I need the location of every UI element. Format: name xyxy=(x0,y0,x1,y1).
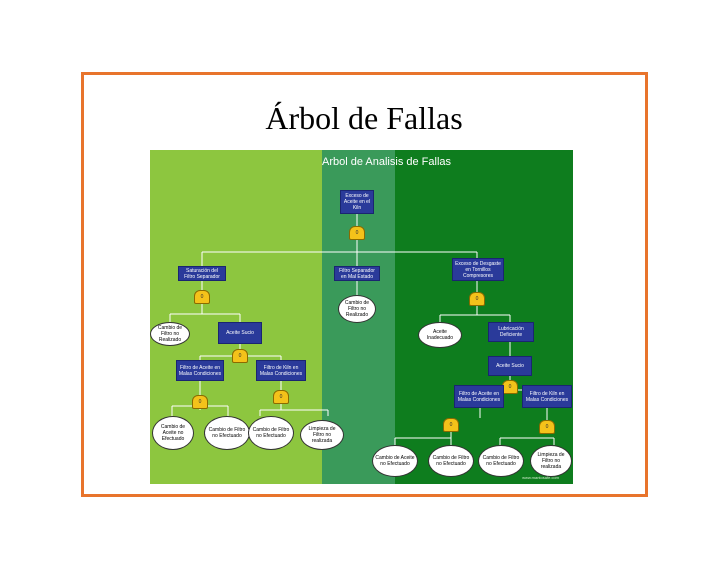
diagram-title: Arbol de Analisis de Fallas xyxy=(322,156,452,168)
or-gate-icon: 0 xyxy=(443,418,459,432)
left-event-box: Saturación del Filtro Separador xyxy=(178,266,226,281)
right-sub-event2-box: Aceite Sucio xyxy=(488,356,532,376)
or-gate-icon: 0 xyxy=(502,380,518,394)
left-leaf-4: Limpieza de Filtro no realizada xyxy=(300,420,344,450)
left-basic-event: Cambio de Filtro no Realizado xyxy=(150,322,190,346)
connector-lines xyxy=(169,214,555,445)
right-sub-right-box: Filtro de Kiln en Malas Condiciones xyxy=(522,385,572,408)
or-gate-icon: 0 xyxy=(539,420,555,434)
left-leaf-2: Cambio de Filtro no Efectuado xyxy=(204,416,250,450)
or-gate-icon: 0 xyxy=(194,290,210,304)
right-event-box: Exceso de Desgaste en Tornillos Compreso… xyxy=(452,258,504,281)
and-gate-icon: 0 xyxy=(349,226,365,240)
right-leaf-2: Cambio de Filtro no Efectuado xyxy=(428,445,474,477)
right-leaf-4: Limpieza de Filtro no realizada xyxy=(530,445,572,477)
left-sub-right-box: Filtro de Kiln en Malas Condiciones xyxy=(256,360,306,381)
left-sub-left-box: Filtro de Aceite en Malas Condiciones xyxy=(176,360,224,381)
or-gate-icon: 0 xyxy=(232,349,248,363)
right-leaf-1: Cambio de Aceite no Efectuado xyxy=(372,445,418,477)
slide-title: Árbol de Fallas xyxy=(265,100,463,136)
diagram-credit: www.mantosafe.com xyxy=(522,475,559,480)
left-leaf-3: Cambio de Filtro no Efectuado xyxy=(248,416,294,450)
middle-basic-event: Cambio de Filtro no Realizado xyxy=(338,295,376,323)
left-sub-event-box: Aceite Sucio xyxy=(218,322,262,344)
left-leaf-1: Cambio de Aceite no Efectuado xyxy=(152,416,194,450)
or-gate-icon: 0 xyxy=(273,390,289,404)
top-event-box: Exceso de Aceite en el Kiln xyxy=(340,190,374,214)
or-gate-icon: 0 xyxy=(469,292,485,306)
right-sub-event-box: Lubricación Deficiente xyxy=(488,322,534,342)
fault-tree-diagram: Arbol de Analisis de Fallas Exceso de Ac… xyxy=(150,150,573,484)
right-sub-left-box: Filtro de Aceite en Malas Condiciones xyxy=(454,385,504,408)
right-leaf-3: Cambio de Filtro no Efectuado xyxy=(478,445,524,477)
right-basic-event: Aceite Inadecuado xyxy=(418,322,462,348)
or-gate-icon: 0 xyxy=(192,395,208,409)
middle-event-box: Filtro Separador en Mal Estado xyxy=(334,266,380,281)
